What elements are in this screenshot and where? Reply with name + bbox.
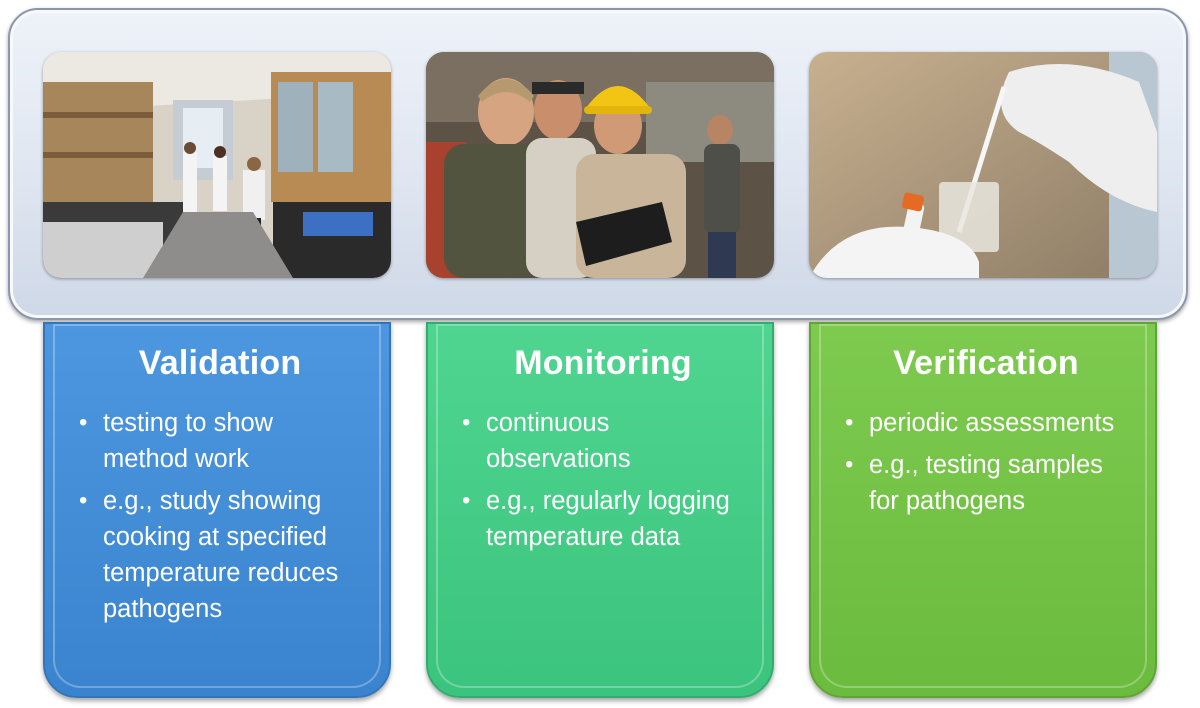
bullet-item: testing to show method work [79,405,361,477]
card-title: Verification [893,344,1079,382]
bullet-list: testing to show method work e.g., study … [79,405,361,627]
bullet-item: e.g., regularly logging temperature data [462,483,744,555]
card-title: Monitoring [514,344,692,382]
card-title: Validation [138,344,302,382]
laboratory-photo [43,52,391,278]
bullet-item: e.g., study showing cooking at specified… [79,483,361,627]
sample-swab-photo [809,52,1157,278]
bullet-item: e.g., testing samples for pathogens [845,447,1127,519]
monitoring-card: Monitoring continuous observations e.g.,… [426,322,774,698]
validation-card: Validation testing to show method work e… [43,322,391,698]
bullet-item: continuous observations [462,405,744,477]
verification-card: Verification periodic assessments e.g., … [809,322,1157,698]
bullet-item: periodic assessments [845,405,1127,441]
bullet-list: continuous observations e.g., regularly … [462,405,744,555]
workers-photo [426,52,774,278]
bullet-list: periodic assessments e.g., testing sampl… [845,405,1127,519]
